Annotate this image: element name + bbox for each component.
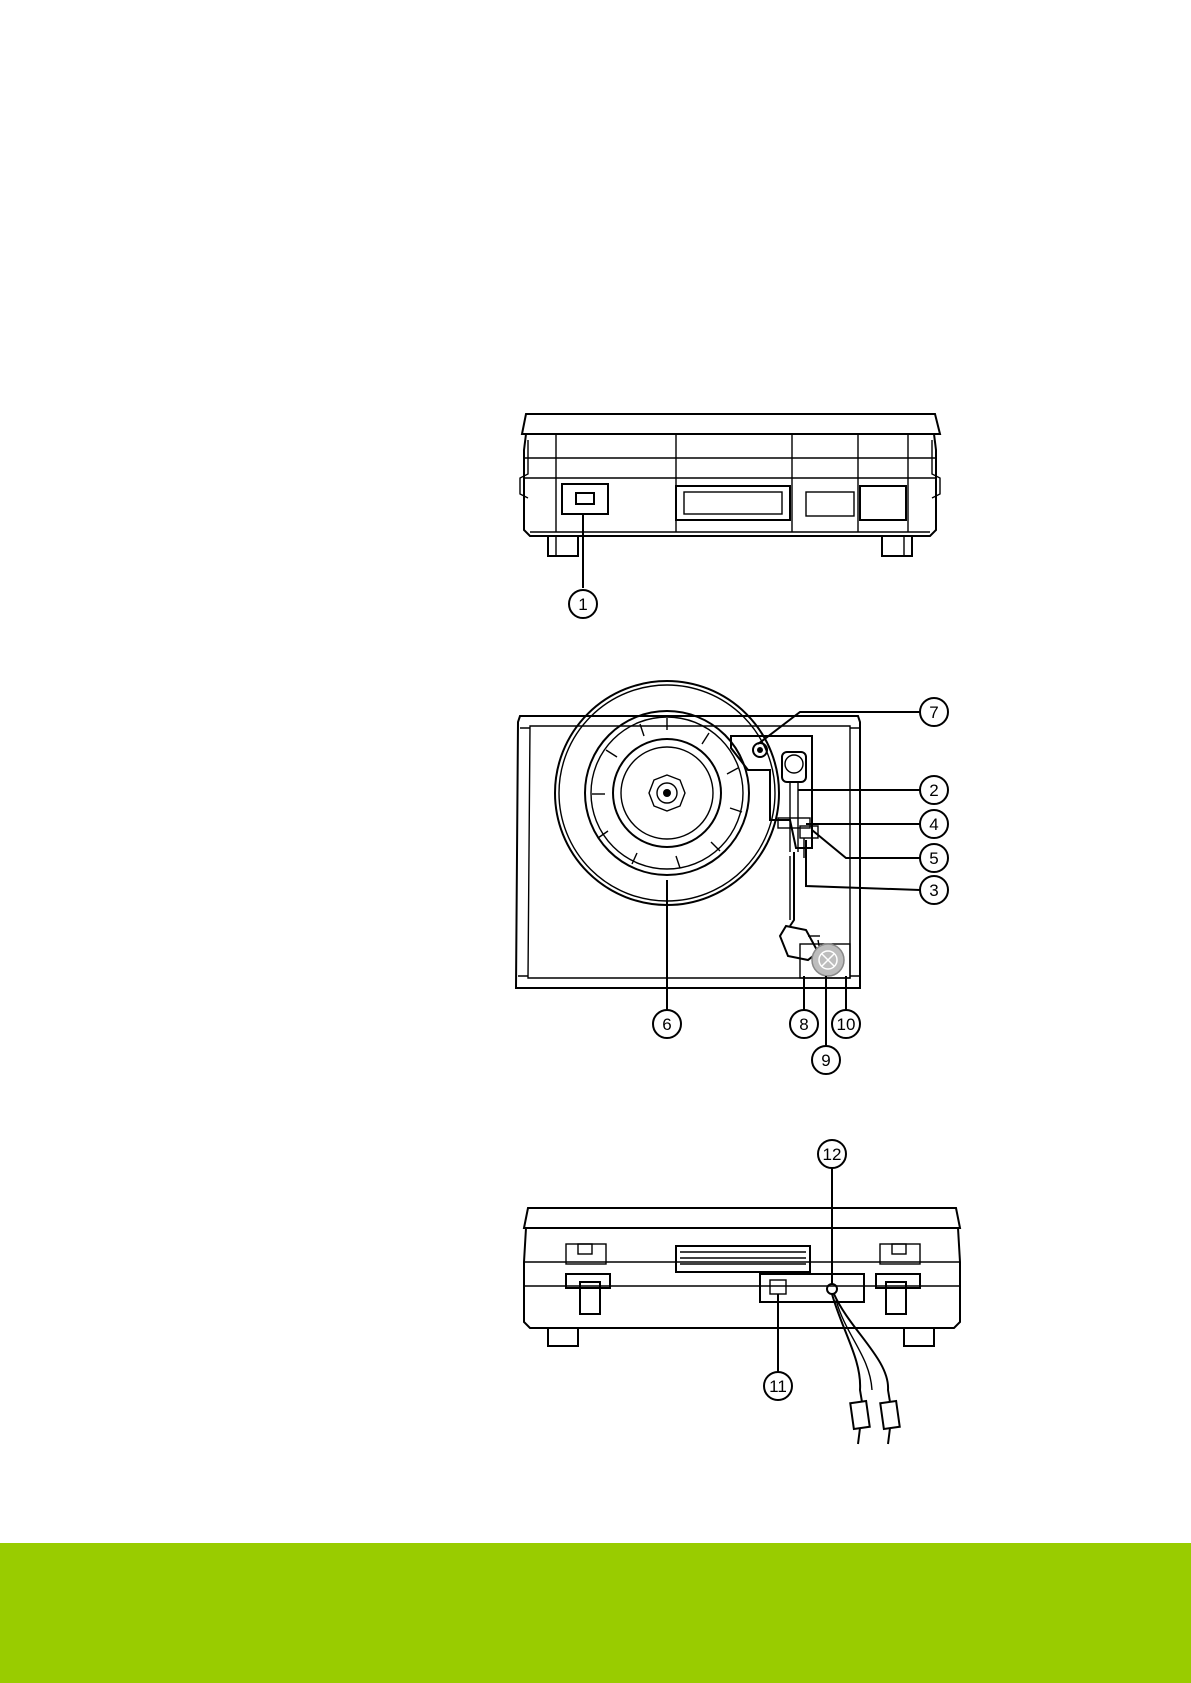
callout-2: 2 [920, 776, 948, 804]
front-lid [522, 414, 940, 434]
power-switch [562, 484, 608, 514]
svg-text:2: 2 [929, 781, 938, 800]
callout-10: 10 [832, 1010, 860, 1038]
callout-5: 5 [920, 844, 948, 872]
front-display-window [676, 486, 790, 520]
turntable-diagram: 1 [0, 0, 1191, 1543]
rca-cables [832, 1294, 900, 1444]
svg-text:8: 8 [799, 1015, 808, 1034]
rear-lid [524, 1208, 960, 1228]
callout-9: 9 [812, 1046, 840, 1074]
callout-7: 7 [920, 698, 948, 726]
callout-3: 3 [920, 876, 948, 904]
callout-6: 6 [653, 1010, 681, 1038]
svg-text:11: 11 [769, 1377, 787, 1396]
platter [555, 681, 779, 905]
usb-port [770, 1280, 786, 1294]
hinge-right [876, 1244, 920, 1314]
svg-text:3: 3 [929, 881, 938, 900]
top-view: 7 2 4 5 3 6 8 [516, 681, 948, 1074]
rear-view: 12 11 [524, 1140, 960, 1444]
front-foot-left [548, 536, 578, 556]
callout-1: 1 [569, 590, 597, 618]
svg-text:9: 9 [821, 1051, 830, 1070]
svg-text:6: 6 [662, 1015, 671, 1034]
callout-12: 12 [818, 1140, 846, 1168]
rear-vent [676, 1246, 810, 1272]
front-foot-right [882, 536, 912, 556]
callout-8: 8 [790, 1010, 818, 1038]
svg-text:5: 5 [929, 849, 938, 868]
callout-11: 11 [764, 1372, 792, 1400]
front-view: 1 [520, 414, 940, 618]
footer-band [0, 1543, 1191, 1683]
hinge-left [566, 1244, 610, 1314]
svg-text:10: 10 [837, 1015, 856, 1034]
svg-text:12: 12 [823, 1145, 842, 1164]
svg-text:1: 1 [578, 595, 587, 614]
callout-4: 4 [920, 810, 948, 838]
svg-text:7: 7 [929, 703, 938, 722]
svg-text:4: 4 [929, 815, 938, 834]
top-plinth-outer [516, 716, 860, 988]
rear-connector-panel [760, 1274, 864, 1302]
